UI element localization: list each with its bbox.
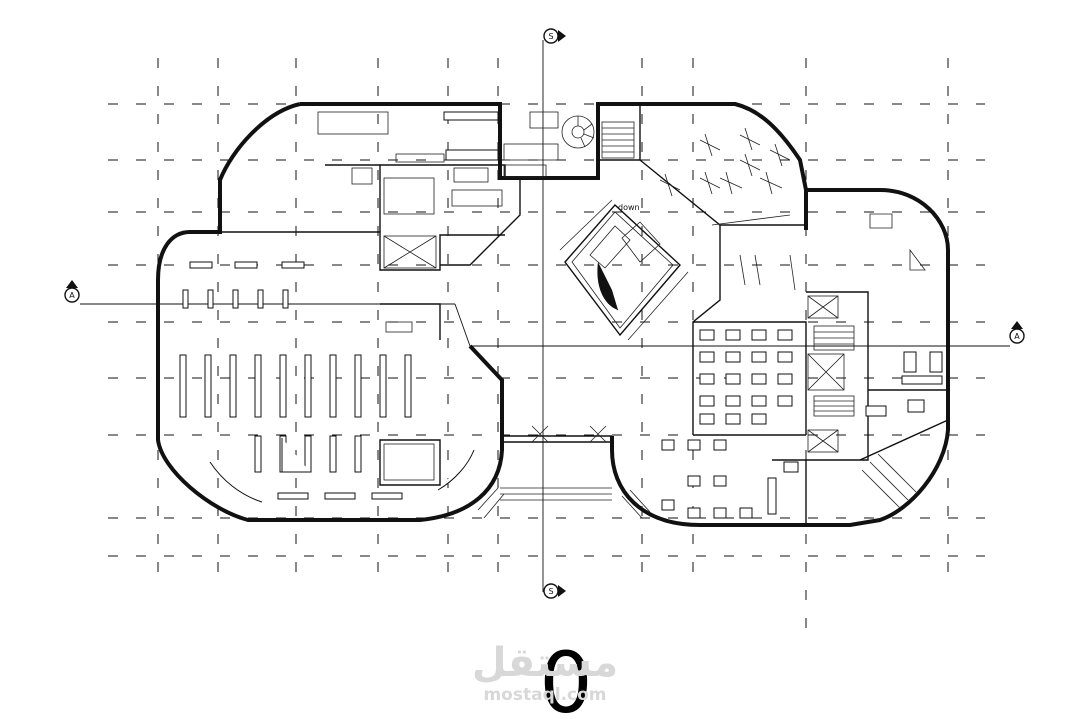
right-office	[861, 213, 943, 509]
grid-axis-label: S	[548, 587, 553, 596]
grid-axis-label: A	[69, 291, 75, 300]
study-desks	[699, 329, 793, 425]
library-shelves	[179, 261, 475, 503]
grid-axis-label: A	[1014, 332, 1020, 341]
watermark-latin: mostaql.com	[483, 685, 606, 705]
section-marker-left: A	[64, 280, 80, 303]
level-number: 0	[539, 634, 592, 725]
staircase-top	[601, 121, 635, 159]
watermark-arabic: مستقل	[472, 640, 618, 686]
stair-direction-label: down	[618, 203, 640, 212]
grid-axis-label: S	[548, 32, 553, 41]
cafe-tables	[661, 439, 799, 519]
section-marker-right: A	[1009, 321, 1025, 344]
central-atrium: down	[559, 199, 689, 341]
elevators	[383, 235, 855, 453]
spiral-stair	[561, 115, 595, 149]
section-marker-bottom: S	[543, 583, 566, 599]
outer-walls	[156, 102, 950, 527]
reading-room-tables	[659, 127, 796, 291]
main-entrance	[477, 425, 651, 519]
section-marker-top: S	[543, 28, 566, 44]
interior-walls	[220, 104, 949, 525]
service-rooms	[317, 111, 559, 481]
